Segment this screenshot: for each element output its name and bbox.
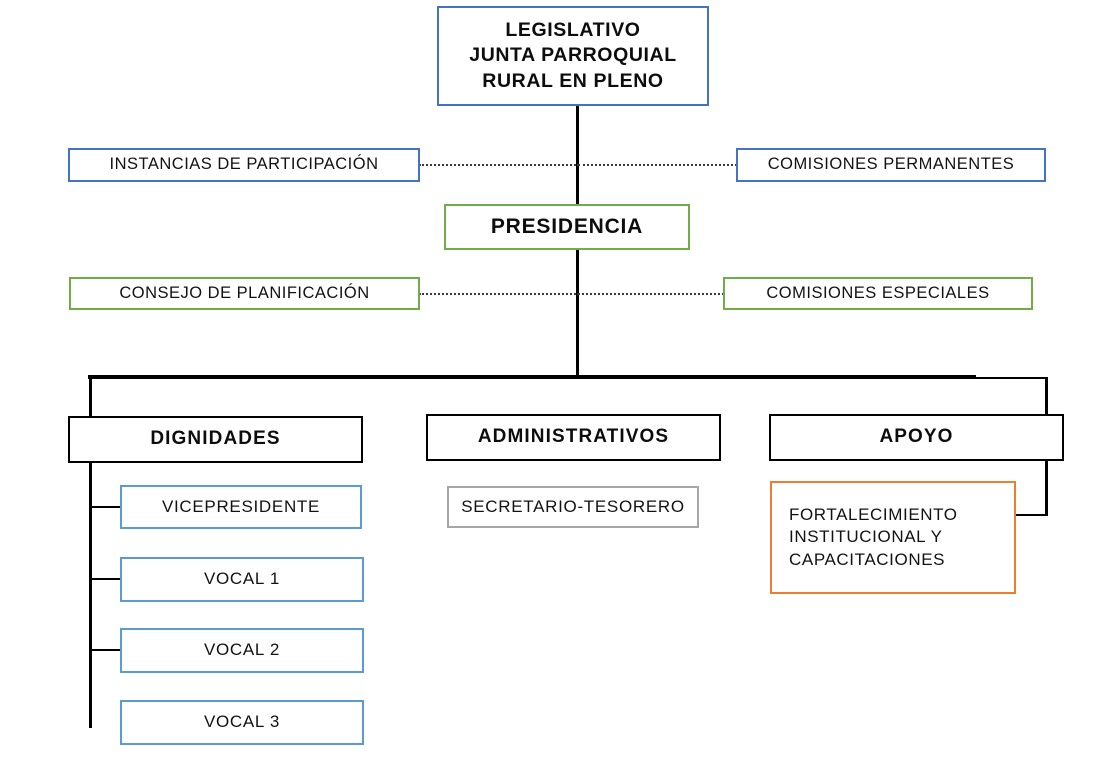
dotted-link-comisiones-especiales	[578, 293, 724, 295]
bus-horizontal-thin	[972, 377, 1048, 379]
node-secretario-tesorero[interactable]: SECRETARIO-TESORERO	[447, 486, 699, 528]
node-fortalecimiento-institucional[interactable]: FORTALECIMIENTO INSTITUCIONAL Y CAPACITA…	[770, 481, 1016, 594]
elbow-vicepresidente	[89, 506, 122, 508]
spine-legislativo-to-presidencia	[576, 105, 579, 205]
node-administrativos-label: ADMINISTRATIVOS	[477, 426, 670, 448]
node-fortalecimiento-line3: CAPACITACIONES	[789, 549, 946, 569]
node-administrativos[interactable]: ADMINISTRATIVOS	[426, 414, 721, 461]
node-fortalecimiento-line2: INSTITUCIONAL Y	[789, 527, 943, 547]
drop-apoyo	[1045, 377, 1048, 415]
node-presidencia-label: PRESIDENCIA	[490, 215, 644, 239]
node-apoyo[interactable]: APOYO	[769, 414, 1064, 461]
spine-presidencia-to-bus	[576, 249, 579, 377]
node-instancias-label: INSTANCIAS DE PARTICIPACIÓN	[109, 155, 379, 174]
node-vocal-3[interactable]: VOCAL 3	[120, 700, 364, 745]
node-fortalecimiento-line1: FORTALECIMIENTO	[789, 505, 958, 525]
node-legislativo-line1: LEGISLATIVO	[505, 18, 641, 41]
node-vocal-3-label: VOCAL 3	[203, 712, 281, 732]
node-vocal-2[interactable]: VOCAL 2	[120, 628, 364, 673]
rail-dignidades	[89, 462, 92, 728]
elbow-fortalecimiento	[1014, 514, 1048, 516]
node-secretario-label: SECRETARIO-TESORERO	[461, 496, 685, 516]
elbow-vocal2	[89, 649, 122, 651]
node-comisiones-permanentes-label: COMISIONES PERMANENTES	[767, 155, 1015, 174]
node-legislativo[interactable]: LEGISLATIVO JUNTA PARROQUIAL RURAL EN PL…	[437, 6, 709, 106]
node-apoyo-label: APOYO	[879, 426, 954, 448]
node-vicepresidente-label: VICEPRESIDENTE	[161, 496, 321, 516]
node-presidencia[interactable]: PRESIDENCIA	[444, 204, 690, 250]
node-vocal-2-label: VOCAL 2	[203, 640, 281, 660]
node-consejo-de-planificacion[interactable]: CONSEJO DE PLANIFICACIÓN	[69, 277, 420, 310]
node-dignidades-label: DIGNIDADES	[150, 428, 281, 450]
node-vocal-1-label: VOCAL 1	[203, 569, 281, 589]
dotted-link-consejo	[419, 293, 579, 295]
node-legislativo-line2: JUNTA PARROQUIAL	[469, 44, 677, 67]
node-dignidades[interactable]: DIGNIDADES	[68, 416, 363, 463]
node-comisiones-especiales[interactable]: COMISIONES ESPECIALES	[723, 277, 1033, 310]
dotted-link-instancias	[419, 164, 579, 166]
dotted-link-comisiones-permanentes	[578, 164, 737, 166]
drop-dignidades	[89, 377, 92, 417]
node-vicepresidente[interactable]: VICEPRESIDENTE	[120, 485, 362, 529]
bus-horizontal-thick	[88, 375, 976, 379]
rail-apoyo	[1045, 460, 1048, 516]
node-legislativo-line3: RURAL EN PLENO	[482, 69, 664, 92]
node-comisiones-permanentes[interactable]: COMISIONES PERMANENTES	[736, 148, 1046, 182]
elbow-vocal1	[89, 578, 122, 580]
node-instancias-de-participacion[interactable]: INSTANCIAS DE PARTICIPACIÓN	[68, 148, 420, 182]
node-comisiones-especiales-label: COMISIONES ESPECIALES	[766, 283, 990, 302]
node-vocal-1[interactable]: VOCAL 1	[120, 557, 364, 602]
node-consejo-label: CONSEJO DE PLANIFICACIÓN	[119, 283, 370, 302]
